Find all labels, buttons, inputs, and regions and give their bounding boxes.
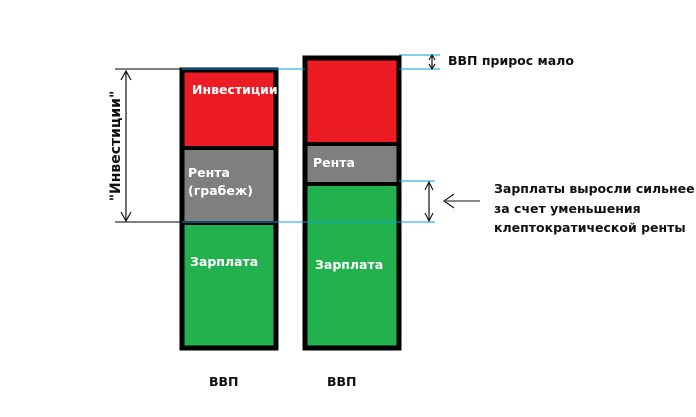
left-gdp-bar xyxy=(179,67,279,351)
investment-bracket-label: "Инвестиции" xyxy=(108,91,124,202)
left-rent-label-line1: Рента xyxy=(188,165,230,180)
investment-bracket-arrow-bottom xyxy=(120,211,132,223)
wage-growth-arrow-top xyxy=(424,180,434,191)
investment-bracket: "Инвестиции" xyxy=(108,69,132,223)
wage-note-pointer-arrow xyxy=(443,193,480,209)
left-gdp-caption: ВВП xyxy=(209,374,239,389)
left-investment-label: Инвестиции xyxy=(192,82,278,97)
right-investment-segment xyxy=(305,58,399,144)
right-rent-label: Рента xyxy=(313,155,355,170)
left-rent-label-line2: (грабеж) xyxy=(188,183,253,198)
left-wages-segment xyxy=(182,222,276,348)
wage-growth-bracket xyxy=(424,180,480,223)
guide-lines xyxy=(115,54,440,223)
gdp-growth-note: ВВП прирос мало xyxy=(448,53,574,68)
gdp-growth-bracket: ВВП прирос мало xyxy=(428,53,574,71)
right-gdp-bar xyxy=(302,55,402,351)
right-wages-label: Зарплата xyxy=(315,257,383,272)
wages-note-line1: Зарплаты выросли сильнее xyxy=(494,181,695,196)
left-investment-segment xyxy=(182,70,276,148)
left-bar-border xyxy=(179,67,279,351)
wages-note-line2: за счет уменьшения xyxy=(494,201,641,216)
left-wages-label: Зарплата xyxy=(190,254,258,269)
gdp-growth-arrow-top xyxy=(428,53,436,61)
investment-bracket-arrow-top xyxy=(120,69,132,81)
right-wages-segment xyxy=(305,184,399,348)
right-bar-border xyxy=(302,55,402,351)
gdp-growth-arrow-bottom xyxy=(428,63,436,71)
wage-growth-arrow-bottom xyxy=(424,212,434,223)
wages-note-line3: клептократической ренты xyxy=(494,220,686,235)
right-gdp-caption: ВВП xyxy=(327,374,357,389)
left-rent-segment xyxy=(182,148,276,222)
right-rent-segment xyxy=(305,144,399,184)
